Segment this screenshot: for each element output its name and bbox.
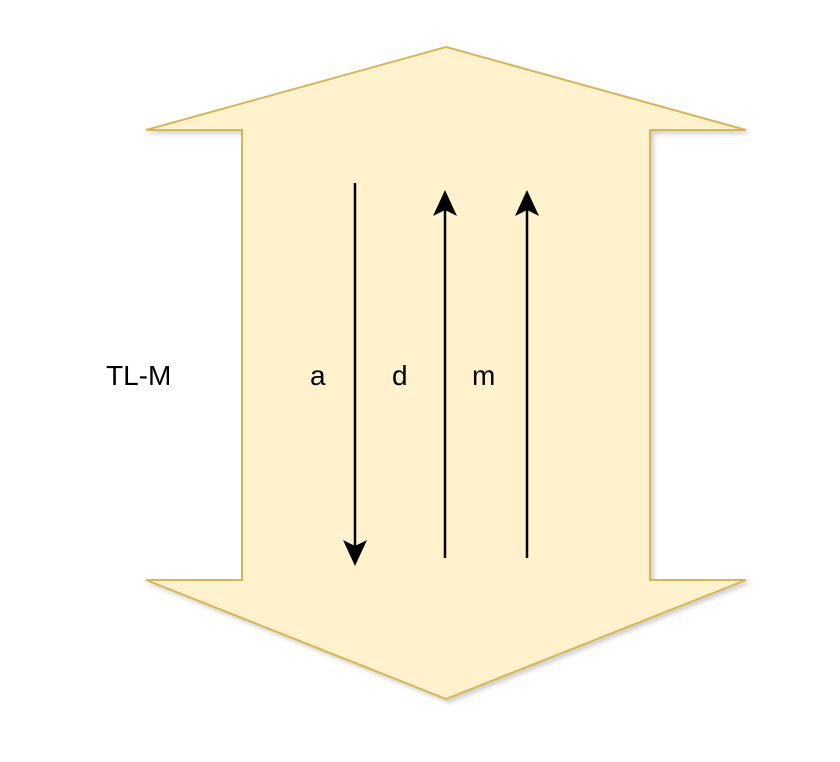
side-label: TL-M [106,360,172,391]
arrow-d-up[interactable] [433,190,457,558]
arrow-d-head-icon [433,190,457,216]
arrow-m-head-icon [515,190,539,216]
arrow-a-label: a [310,360,326,391]
arrow-a-head-icon [343,540,367,566]
arrow-d-label: d [392,360,408,391]
arrow-m-up[interactable] [515,190,539,558]
arrow-m-label: m [472,360,496,391]
arrow-a-down[interactable] [343,183,367,566]
